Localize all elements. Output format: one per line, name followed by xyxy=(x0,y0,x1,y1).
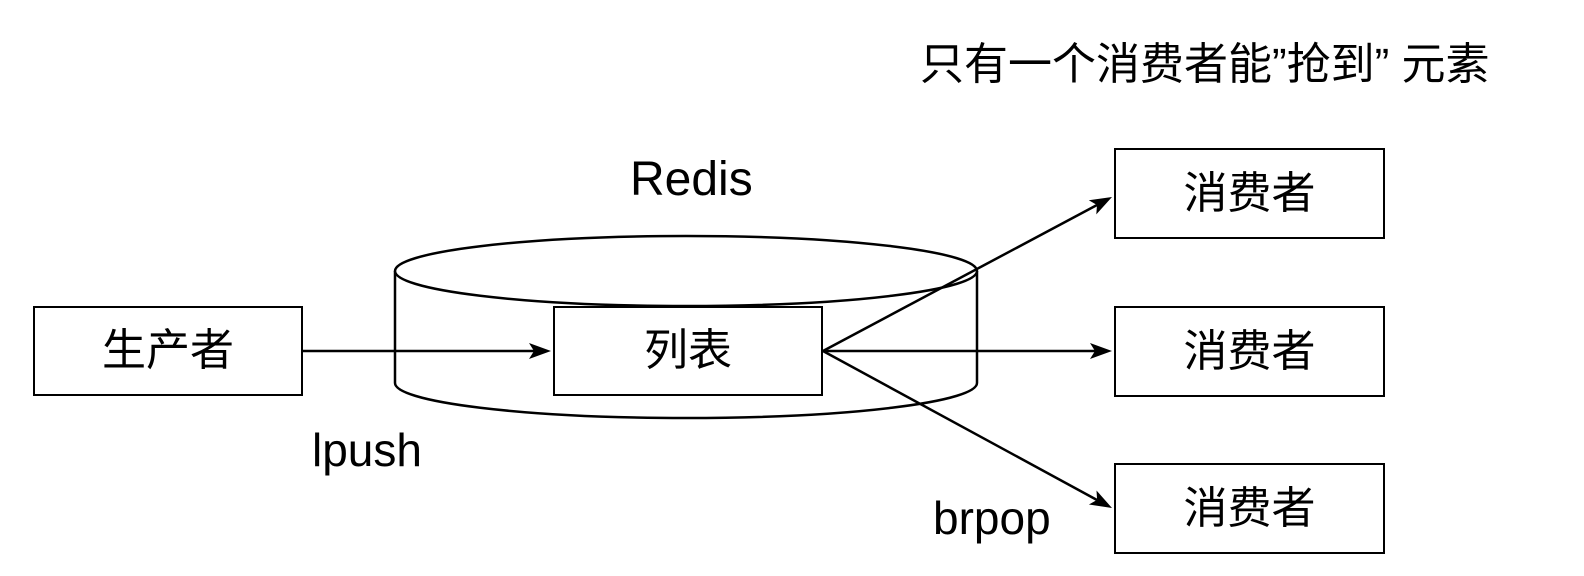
node-producer: 生产者 xyxy=(33,306,303,396)
consumer-1-label: 消费者 xyxy=(1183,168,1316,218)
node-list: 列表 xyxy=(553,306,823,396)
consumer-2-label: 消费者 xyxy=(1183,326,1316,376)
node-consumer-1: 消费者 xyxy=(1114,148,1385,239)
producer-label: 生产者 xyxy=(102,326,234,375)
consumer-3-label: 消费者 xyxy=(1183,483,1316,533)
brpop-edge-label: brpop xyxy=(933,492,1051,544)
node-consumer-2: 消费者 xyxy=(1114,306,1385,397)
lpush-edge-label: lpush xyxy=(312,424,422,476)
redis-title: Redis xyxy=(630,153,753,206)
node-consumer-3: 消费者 xyxy=(1114,463,1385,554)
list-label: 列表 xyxy=(644,326,732,375)
annotation-text: 只有一个消费者能”抢到” 元素 xyxy=(920,40,1490,89)
cylinder-top-ellipse xyxy=(393,234,979,308)
